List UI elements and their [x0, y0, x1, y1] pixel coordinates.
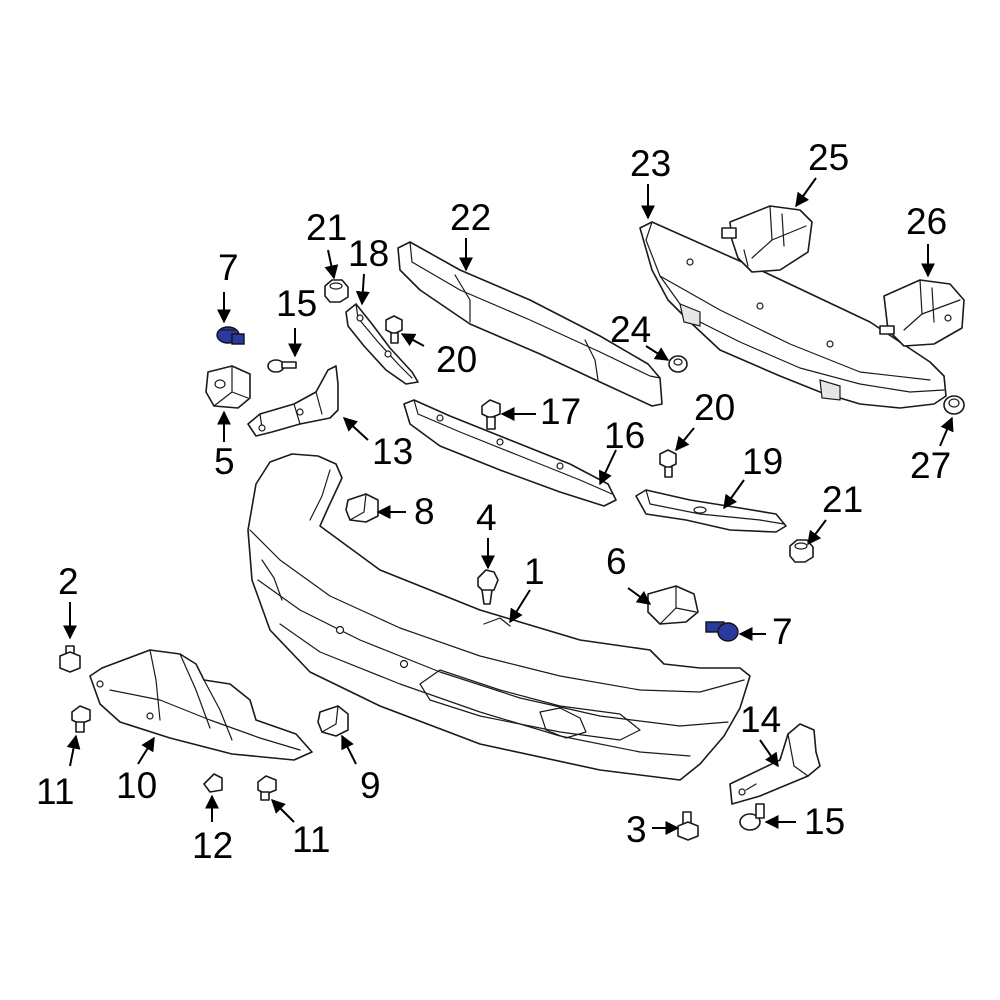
callout-20-right: 20 — [694, 387, 735, 428]
part-21-nut-lower[interactable] — [789, 539, 814, 563]
callout-7-upper: 7 — [218, 247, 239, 288]
part-1-bumper-cover[interactable] — [247, 453, 751, 781]
part-17-bolt[interactable] — [481, 399, 501, 430]
callout-18: 18 — [348, 233, 389, 274]
part-25-mount-bracket[interactable] — [721, 205, 813, 273]
part-7-clip-lower[interactable] — [705, 621, 739, 642]
part-27-nut[interactable] — [943, 395, 965, 415]
part-4-push-clip[interactable] — [477, 569, 499, 605]
part-5-side-retainer[interactable] — [205, 365, 251, 409]
part-23-reinforcement-beam[interactable] — [639, 221, 947, 409]
callout-8: 8 — [414, 491, 435, 532]
part-6-side-retainer[interactable] — [647, 585, 699, 625]
callout-21-lower: 21 — [822, 479, 863, 520]
part-10-under-shield[interactable] — [89, 649, 313, 761]
callout-2: 2 — [58, 561, 79, 602]
part-12-clip-nut[interactable] — [203, 773, 223, 793]
part-24-nut[interactable] — [668, 355, 688, 373]
callout-23: 23 — [630, 143, 671, 184]
part-11-bolt-lower[interactable] — [257, 775, 277, 801]
callout-11-left: 11 — [36, 771, 74, 812]
callout-10: 10 — [116, 765, 157, 806]
callout-9: 9 — [360, 765, 381, 806]
part-26-mount-bracket[interactable] — [879, 279, 965, 347]
callout-24: 24 — [610, 309, 651, 350]
callout-3: 3 — [626, 809, 647, 850]
callout-5: 5 — [214, 441, 235, 482]
part-19-side-bracket[interactable] — [635, 489, 787, 533]
callout-20-left: 20 — [436, 339, 477, 380]
callout-7-lower: 7 — [772, 611, 793, 652]
part-15-screw-lower[interactable] — [739, 803, 765, 831]
part-21-nut-upper[interactable] — [324, 279, 349, 303]
callout-15-lower: 15 — [804, 801, 845, 842]
part-13-side-bracket[interactable] — [247, 365, 339, 437]
callout-21-upper: 21 — [306, 207, 347, 248]
callout-22: 22 — [450, 197, 491, 238]
part-15-screw-upper[interactable] — [267, 359, 297, 373]
part-20-bolt-right[interactable] — [659, 449, 677, 478]
callout-6: 6 — [606, 541, 627, 582]
part-22-energy-absorber[interactable] — [397, 241, 663, 407]
part-11-bolt-left[interactable] — [71, 705, 91, 733]
callout-16: 16 — [604, 415, 645, 456]
callout-15-upper: 15 — [276, 283, 317, 324]
part-20-bolt-left[interactable] — [385, 315, 403, 344]
callout-25: 25 — [808, 137, 849, 178]
callout-4: 4 — [476, 497, 497, 538]
part-18-side-bracket[interactable] — [345, 303, 419, 385]
callout-1: 1 — [524, 551, 545, 592]
part-9-clip[interactable] — [317, 705, 349, 737]
part-16-lower-support[interactable] — [403, 399, 617, 507]
part-8-clip[interactable] — [345, 493, 379, 523]
callout-27: 27 — [910, 445, 951, 486]
callout-26: 26 — [906, 201, 947, 242]
callout-19: 19 — [742, 441, 783, 482]
part-7-clip-upper[interactable] — [216, 326, 245, 345]
callout-11-lower: 11 — [292, 819, 330, 860]
callout-14: 14 — [740, 699, 781, 740]
callout-numbers: 7 5 15 21 18 22 20 13 17 16 23 25 26 24 … — [36, 137, 951, 866]
part-2-bolt[interactable] — [59, 645, 81, 673]
callout-17: 17 — [540, 391, 581, 432]
callout-13: 13 — [372, 431, 413, 472]
leader-arrows — [63, 177, 954, 835]
part-3-bolt[interactable] — [677, 811, 699, 841]
callout-12: 12 — [192, 825, 233, 866]
